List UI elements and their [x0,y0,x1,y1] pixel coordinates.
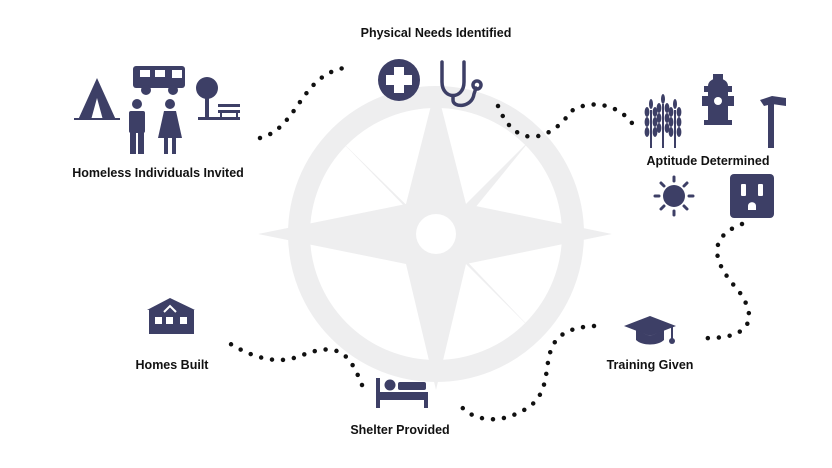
stage-label-homeless: Homeless Individuals Invited [72,166,244,180]
stage-label-training: Training Given [606,358,694,372]
power-outlet-icon [730,174,774,218]
dotted-path-group [221,64,752,422]
graduation-cap-icon [624,316,676,345]
medical-cross-icon [378,59,420,101]
path-shelter-to-homes [221,337,365,388]
woman-icon [158,99,182,154]
man-icon [129,99,145,154]
wheat-icon [644,94,682,148]
stage-label-physical: Physical Needs Identified [360,26,512,40]
compass-rose-icon [258,86,612,390]
path-aptitude-to-training [697,221,752,341]
house-icon [147,298,195,334]
park-bench-icon [196,77,240,120]
stage-label-aptitude: Aptitude Determined [646,154,770,168]
stage-label-homes: Homes Built [135,358,209,372]
stethoscope-icon [440,60,483,108]
tent-icon [74,78,120,120]
rv-camper-icon [133,66,185,95]
stage-label-shelter: Shelter Provided [350,423,450,437]
fire-hydrant-icon [702,74,734,125]
bed-icon [376,378,428,408]
sun-icon [653,175,695,217]
path-physical-to-aptitude [495,102,637,139]
hammer-icon [760,96,786,148]
